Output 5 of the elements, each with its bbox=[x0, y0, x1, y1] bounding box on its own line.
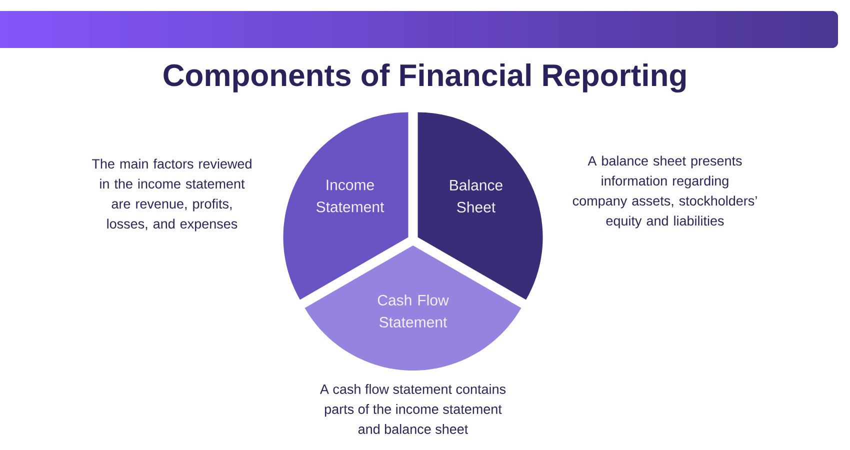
pie-slice: Cash Flow Statement bbox=[304, 246, 522, 371]
description-text: A cash flow statement contains parts of the income statement and balance sheet bbox=[320, 384, 506, 434]
description-text: The main factors reviewed in the income statement are revenue, profits, losses, and expenses bbox=[92, 158, 252, 232]
description-text: A balance sheet presents information regarding company assets, stockholders’ equity and liabilities bbox=[572, 156, 757, 228]
title: Components of Financial Reporting bbox=[164, 63, 686, 93]
